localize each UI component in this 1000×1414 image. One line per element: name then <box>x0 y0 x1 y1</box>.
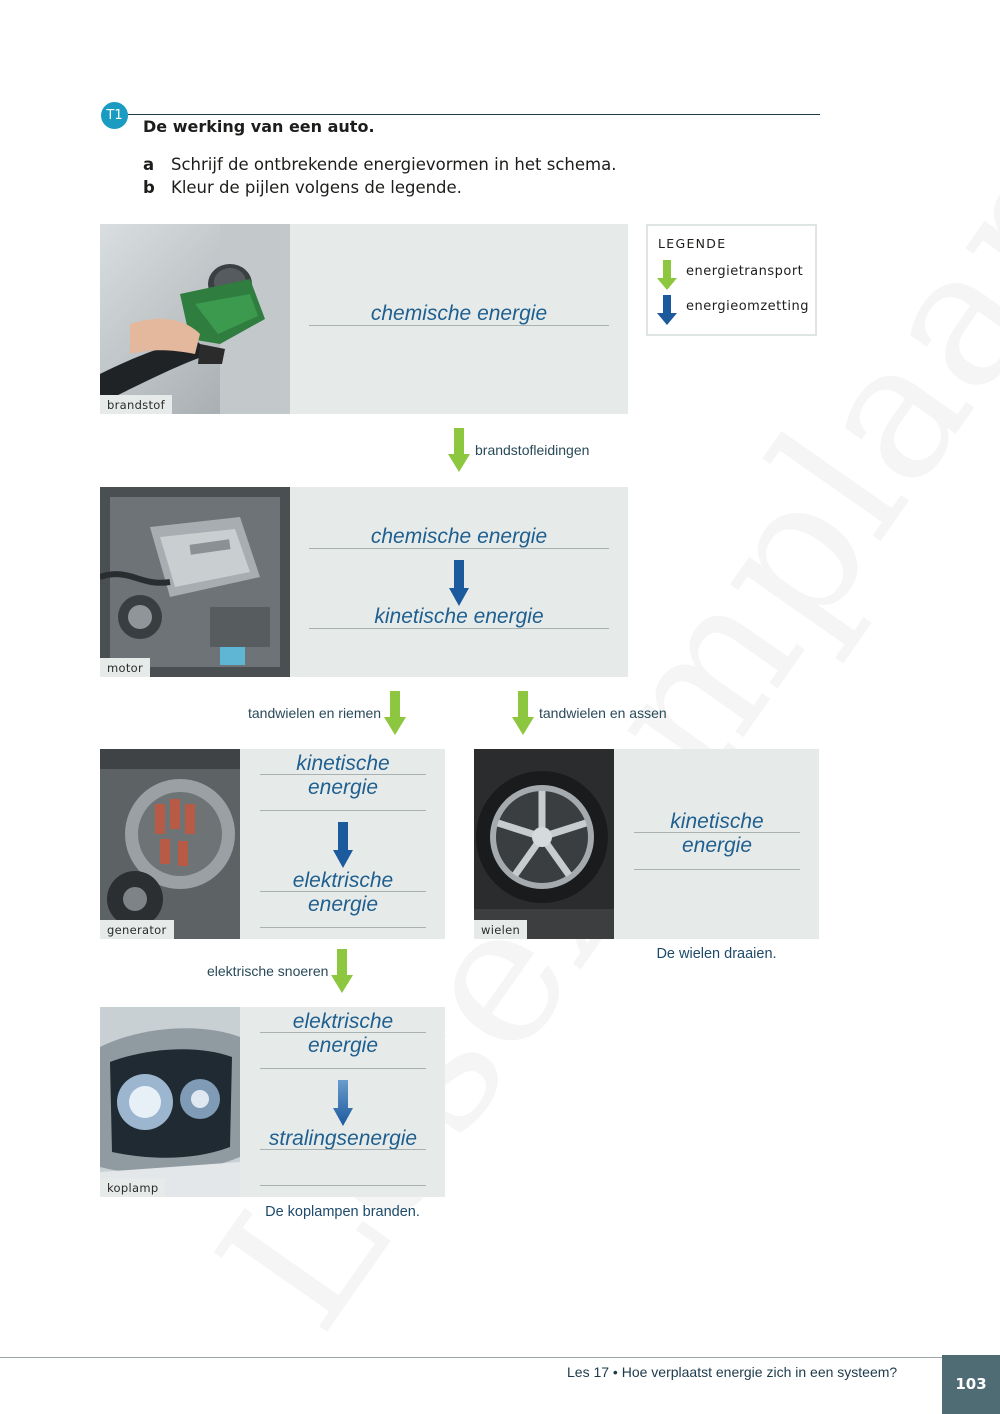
brandstofleidingen-label: brandstofleidingen <box>475 442 590 458</box>
write-line <box>309 628 609 629</box>
legend-transport-arrow-icon <box>657 260 677 290</box>
alternator-image <box>100 749 240 939</box>
motor-answer-2: kinetische energie <box>374 605 544 628</box>
headlamp-image <box>100 1007 240 1197</box>
tandwielen-riemen-label: tandwielen en riemen <box>248 705 382 721</box>
motor-photo: motor <box>100 487 290 677</box>
koplamp-block: koplamp elektrische energie stralingsene… <box>100 1007 445 1197</box>
write-line <box>260 1068 426 1069</box>
generator-block: generator kinetische energie elektrische… <box>100 749 445 939</box>
fuel-nozzle-image <box>100 224 290 414</box>
wielen-caption: De wielen draaien. <box>656 946 777 962</box>
transport-arrow-icon <box>448 428 470 472</box>
wielen-block: wielen kinetische energie <box>474 749 819 939</box>
write-line <box>260 774 426 775</box>
motor-photo-label: motor <box>100 658 151 677</box>
generator-answer-2: elektrische energie <box>292 869 394 916</box>
task-a: a Schrijf de ontbrekende energievormen in… <box>143 155 616 174</box>
brandstof-photo-label: brandstof <box>100 395 172 414</box>
wielen-answer: kinetische energie <box>670 810 764 857</box>
elektrische-snoeren-label: elektrische snoeren <box>207 963 329 979</box>
koplamp-caption: De koplampen branden. <box>265 1204 420 1220</box>
transport-arrow-icon <box>512 691 534 735</box>
header-rule <box>128 114 820 115</box>
conversion-arrow-icon <box>333 1080 353 1126</box>
write-line <box>309 548 609 549</box>
write-line <box>260 1032 426 1033</box>
task-text: Schrijf de ontbrekende energievormen in … <box>171 155 617 174</box>
tandwielen-assen-label: tandwielen en assen <box>539 705 667 721</box>
task-letter: a <box>143 155 155 174</box>
write-line <box>260 891 426 892</box>
page-number: 103 <box>942 1355 1000 1414</box>
footer-lesson-title: Les 17 • Hoe verplaatst energie zich in … <box>567 1364 898 1380</box>
legend-transport-label: energietransport <box>686 264 804 279</box>
transport-arrow-icon <box>384 691 406 735</box>
generator-answer-1: kinetische energie <box>296 752 390 799</box>
transport-arrow-icon <box>331 949 353 993</box>
koplamp-photo: koplamp <box>100 1007 240 1197</box>
write-line <box>260 1149 426 1150</box>
write-line <box>309 325 609 326</box>
motor-answer-1: chemische energie <box>370 525 548 548</box>
legend-title: LEGENDE <box>658 236 727 251</box>
exercise-title: De werking van een auto. <box>143 117 375 136</box>
write-line <box>260 1185 426 1186</box>
write-line <box>260 927 426 928</box>
generator-photo-label: generator <box>100 920 174 939</box>
koplamp-photo-label: koplamp <box>100 1178 166 1197</box>
wielen-photo: wielen <box>474 749 614 939</box>
write-line <box>260 810 426 811</box>
write-line <box>634 832 800 833</box>
conversion-arrow-icon <box>449 560 469 606</box>
legend-omzetting-label: energieomzetting <box>686 299 809 314</box>
brandstof-photo: brandstof <box>100 224 290 414</box>
wheel-image <box>474 749 614 939</box>
write-line <box>634 869 800 870</box>
koplamp-answer-2: stralingsenergie <box>268 1127 418 1150</box>
engine-image <box>100 487 290 677</box>
footer-rule <box>0 1357 942 1358</box>
task-text: Kleur de pijlen volgens de legende. <box>171 178 462 197</box>
task-letter: b <box>143 178 155 197</box>
conversion-arrow-icon <box>333 822 353 868</box>
brandstof-block: brandstof chemische energie <box>100 224 628 414</box>
exercise-badge: T1 <box>101 102 128 129</box>
legend-omzetting-arrow-icon <box>657 295 677 325</box>
motor-block: motor chemische energie kinetische energ… <box>100 487 628 677</box>
generator-photo: generator <box>100 749 240 939</box>
brandstof-answer: chemische energie <box>370 302 548 325</box>
legend: LEGENDE energietransport energieomzettin… <box>646 224 817 336</box>
wielen-photo-label: wielen <box>474 920 528 939</box>
koplamp-answer-1: elektrische energie <box>292 1010 394 1057</box>
task-b: b Kleur de pijlen volgens de legende. <box>143 178 462 197</box>
